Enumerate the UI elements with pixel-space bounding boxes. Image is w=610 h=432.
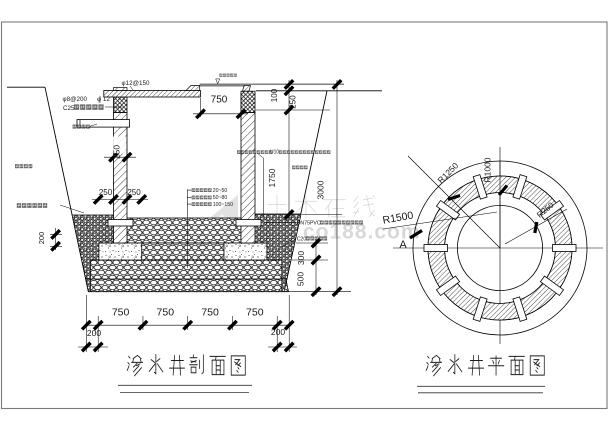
svg-text:300: 300 (296, 251, 306, 265)
svg-text:250: 250 (289, 95, 298, 109)
svg-text:20~50: 20~50 (213, 188, 228, 194)
svg-text:200: 200 (37, 232, 46, 245)
svg-text:U10: U10 (270, 150, 279, 156)
svg-text:200: 200 (87, 328, 101, 338)
svg-text:C25: C25 (63, 105, 75, 112)
svg-text:3000: 3000 (316, 180, 326, 199)
svg-text:100~150: 100~150 (213, 202, 233, 208)
svg-text:DN75PVC: DN75PVC (297, 220, 321, 226)
svg-text:φ8@200: φ8@200 (63, 96, 88, 103)
svg-text:250: 250 (112, 145, 122, 159)
svg-text:750: 750 (201, 307, 219, 319)
svg-text:250: 250 (127, 188, 141, 197)
svg-text:C20: C20 (297, 236, 307, 242)
svg-text:φ12@150: φ12@150 (122, 80, 150, 87)
svg-text:250: 250 (99, 188, 113, 197)
svg-text:φ 12: φ 12 (97, 96, 110, 103)
svg-text:750: 750 (157, 307, 175, 319)
svg-text:co188.com: co188.com (303, 221, 421, 244)
svg-text:500: 500 (296, 272, 306, 286)
svg-text:R1000: R1000 (483, 157, 493, 182)
svg-text:100: 100 (270, 88, 279, 102)
svg-text:50~80: 50~80 (213, 195, 228, 201)
svg-text:750: 750 (112, 307, 130, 319)
svg-text:R1500: R1500 (382, 209, 415, 226)
svg-text:750: 750 (211, 95, 228, 106)
svg-text:200: 200 (271, 327, 285, 337)
svg-text:750: 750 (246, 307, 264, 319)
svg-text:A: A (399, 239, 407, 251)
svg-text:1750: 1750 (267, 168, 277, 187)
